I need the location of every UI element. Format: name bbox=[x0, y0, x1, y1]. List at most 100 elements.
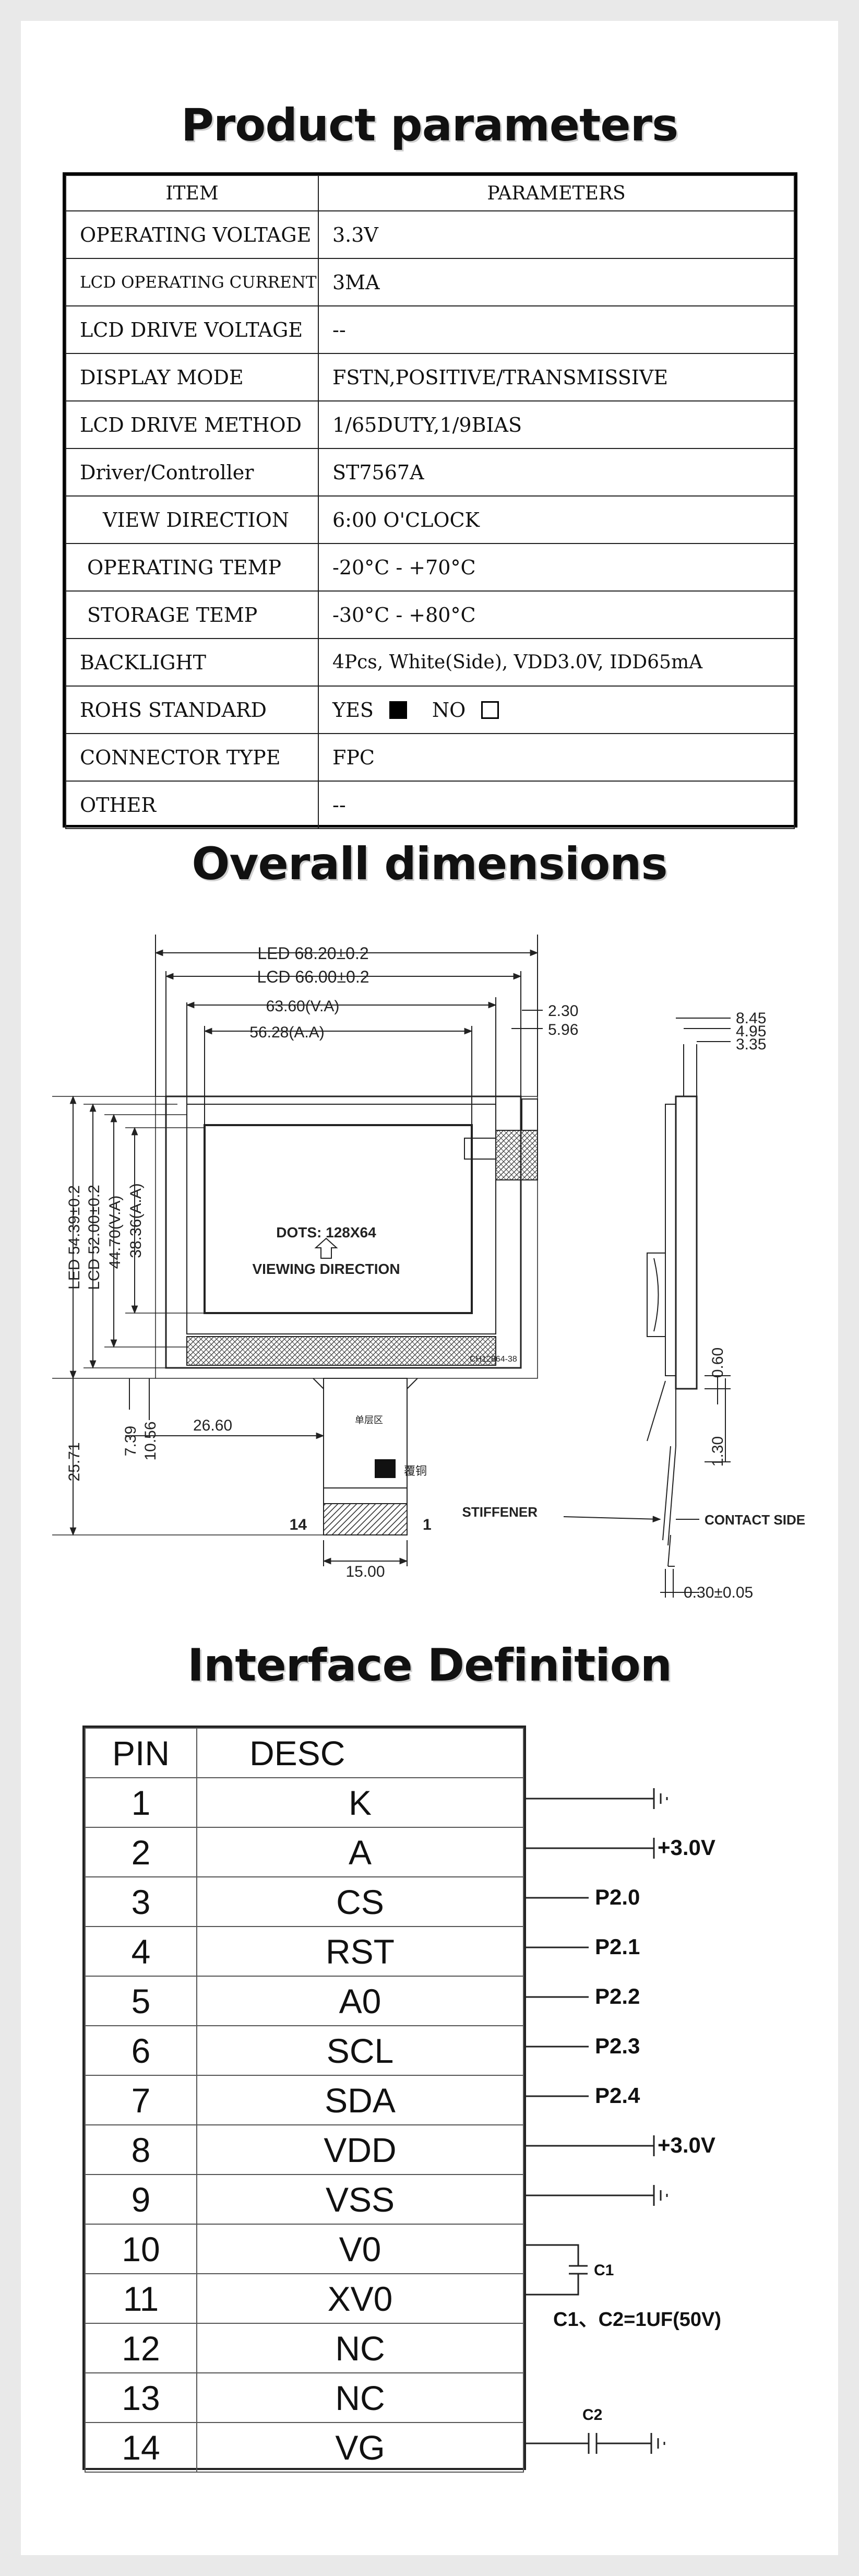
row-item: Driver/Controller bbox=[65, 448, 319, 497]
dots-label: DOTS: 128X64 bbox=[276, 1224, 376, 1240]
datasheet-page: Product parameters ITEM PARAMETERS OPERA… bbox=[21, 21, 838, 2555]
dim-1-30: 1.30 bbox=[709, 1436, 726, 1467]
row-value: -30°C - +80°C bbox=[318, 590, 795, 639]
pin-number: 1 bbox=[85, 1777, 197, 1828]
row-value: 3.3V bbox=[318, 210, 795, 259]
wiring-diagram: +3.0V P2.0 P2.1 P2.2 P2.3 P2.4 +3.0V C1 … bbox=[526, 1788, 721, 2454]
led-width-dim: LED 68.20±0.2 bbox=[257, 944, 368, 963]
dim-2-30: 2.30 bbox=[548, 1002, 578, 1020]
rohs-yes-label: YES bbox=[332, 698, 374, 722]
stiffener-label: STIFFENER bbox=[462, 1504, 538, 1520]
pin7-annotation: P2.4 bbox=[595, 2083, 640, 2108]
row-item: LCD OPERATING CURRENT bbox=[65, 258, 319, 306]
pin-number: 4 bbox=[85, 1926, 197, 1977]
lcd-width-dim: LCD 66.00±0.2 bbox=[257, 967, 369, 986]
pin5-annotation: P2.2 bbox=[595, 1984, 640, 2008]
pin-number: 13 bbox=[85, 2372, 197, 2423]
pin-desc: NC bbox=[196, 2372, 524, 2423]
pin-desc: XV0 bbox=[196, 2273, 524, 2324]
c2-label: C2 bbox=[582, 2406, 602, 2424]
pin-desc: A0 bbox=[196, 1976, 524, 2026]
table-row: OPERATING TEMP -20°C - +70°C bbox=[65, 543, 795, 592]
dim-3-35: 3.35 bbox=[736, 1036, 766, 1053]
params-title: Product parameters bbox=[181, 99, 678, 151]
aa-height-dim: 38.36(A.A) bbox=[127, 1183, 145, 1258]
model-label: CH12864-38 bbox=[470, 1355, 517, 1364]
unchecked-box-icon bbox=[481, 701, 499, 719]
table-row: CONNECTOR TYPE FPC bbox=[65, 733, 795, 782]
row-value: -20°C - +70°C bbox=[318, 543, 795, 592]
pin-number: 11 bbox=[85, 2273, 197, 2324]
pin-number: 3 bbox=[85, 1876, 197, 1927]
pin6-annotation: P2.3 bbox=[595, 2034, 640, 2058]
dimensions-title: Overall dimensions bbox=[192, 838, 667, 890]
header-parameters: PARAMETERS bbox=[318, 175, 795, 211]
parameters-table: ITEM PARAMETERS OPERATING VOLTAGE 3.3V L… bbox=[63, 172, 797, 829]
pin-number: 9 bbox=[85, 2174, 197, 2225]
viewing-direction-label: VIEWING DIRECTION bbox=[252, 1261, 400, 1277]
table-row: BACKLIGHT 4Pcs, White(Side), VDD3.0V, ID… bbox=[65, 638, 795, 687]
pin-number: 5 bbox=[85, 1976, 197, 2026]
pin-number: 14 bbox=[85, 2422, 197, 2473]
pin-number: 8 bbox=[85, 2124, 197, 2175]
dim-7-39: 7.39 bbox=[122, 1426, 139, 1456]
pin-desc: V0 bbox=[196, 2224, 524, 2274]
header-pin: PIN bbox=[85, 1728, 197, 1778]
pin-desc: CS bbox=[196, 1876, 524, 1927]
pin-desc: VSS bbox=[196, 2174, 524, 2225]
dim-0-30: 0.30±0.05 bbox=[684, 1584, 753, 1601]
row-item: BACKLIGHT bbox=[65, 638, 319, 687]
pin-desc: VDD bbox=[196, 2124, 524, 2175]
led-height-dim: LED 54.39±0.2 bbox=[66, 1185, 83, 1290]
dim-26-60: 26.60 bbox=[193, 1417, 232, 1434]
pin-desc: NC bbox=[196, 2323, 524, 2373]
lcd-height-dim: LCD 52.00±0.2 bbox=[86, 1185, 103, 1290]
table-row: Driver/Controller ST7567A bbox=[65, 448, 795, 497]
row-value: 4Pcs, White(Side), VDD3.0V, IDD65mA bbox=[318, 638, 795, 687]
table-row: VIEW DIRECTION 6:00 O'CLOCK bbox=[65, 495, 795, 544]
rohs-value: YES NO bbox=[318, 686, 795, 734]
contact-side-label: CONTACT SIDE bbox=[705, 1512, 805, 1528]
header-item: ITEM bbox=[65, 175, 319, 211]
row-item: LCD DRIVE METHOD bbox=[65, 400, 319, 449]
table-header-row: PIN DESC bbox=[85, 1728, 524, 1778]
copper-label: 覆铜 bbox=[404, 1464, 427, 1478]
row-value: 3MA bbox=[318, 258, 795, 306]
row-value: -- bbox=[318, 305, 795, 354]
table-row: LCD OPERATING CURRENT 3MA bbox=[65, 258, 795, 306]
row-item: VIEW DIRECTION bbox=[65, 495, 319, 544]
interface-title: Interface Definition bbox=[187, 1639, 672, 1692]
pin14-label: 14 bbox=[290, 1516, 307, 1533]
row-item: ROHS STANDARD bbox=[65, 686, 319, 734]
single-layer-label: 单层区 bbox=[355, 1415, 383, 1425]
pin-desc: SCL bbox=[196, 2025, 524, 2076]
up-arrow-icon bbox=[314, 1237, 338, 1259]
table-row: STORAGE TEMP -30°C - +80°C bbox=[65, 590, 795, 639]
table-row: LCD DRIVE METHOD 1/65DUTY,1/9BIAS bbox=[65, 400, 795, 449]
pin-desc: VG bbox=[196, 2422, 524, 2473]
row-value: 1/65DUTY,1/9BIAS bbox=[318, 400, 795, 449]
c1-label: C1 bbox=[594, 2262, 614, 2279]
va-height-dim: 44.70(V.A) bbox=[106, 1196, 124, 1269]
row-item: OPERATING VOLTAGE bbox=[65, 210, 319, 259]
pin-number: 2 bbox=[85, 1827, 197, 1877]
row-item: CONNECTOR TYPE bbox=[65, 733, 319, 782]
dimension-drawing: LED 68.20±0.2 LCD 66.00±0.2 63.60(V.A) 5… bbox=[52, 935, 805, 1601]
row-value: -- bbox=[318, 781, 795, 829]
rohs-no-label: NO bbox=[432, 698, 466, 722]
pin-desc: K bbox=[196, 1777, 524, 1828]
dim-0-60: 0.60 bbox=[709, 1348, 726, 1378]
dim-5-96: 5.96 bbox=[548, 1021, 578, 1038]
